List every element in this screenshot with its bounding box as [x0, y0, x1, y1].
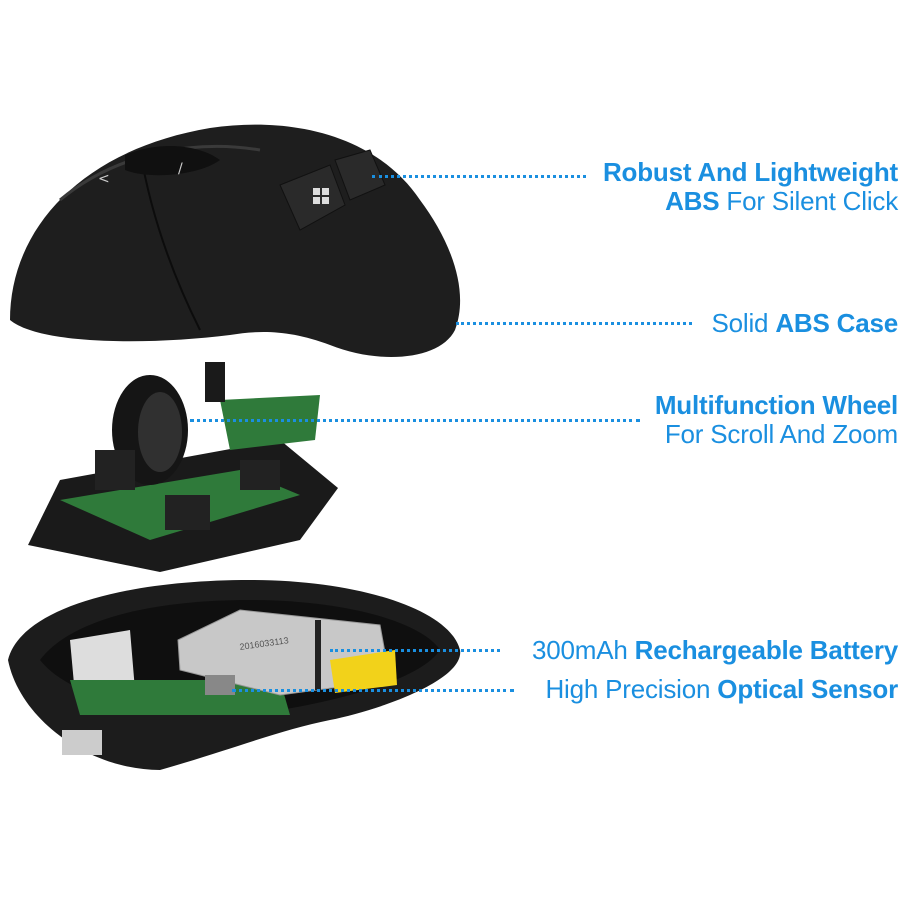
callout-solid-abs-case: Solid ABS Case	[711, 309, 898, 338]
callout-text: Rechargeable Battery	[634, 635, 899, 665]
callout-text: Robust And Lightweight	[602, 157, 898, 187]
leader-line-wheel	[190, 419, 640, 422]
leader-line-case	[456, 322, 692, 325]
callout-text: For Silent Click	[719, 186, 898, 216]
callout-multifunction-wheel: Multifunction Wheel For Scroll And Zoom	[655, 391, 898, 449]
svg-text:/: /	[178, 161, 183, 177]
callout-text: For Scroll And Zoom	[664, 419, 898, 449]
callout-text: ABS	[665, 186, 720, 216]
leader-line-sensor	[232, 689, 514, 692]
callout-text: Optical Sensor	[717, 674, 898, 704]
mouse-bottom-shell: 2016033113	[8, 580, 461, 770]
callout-text: Multifunction Wheel	[654, 390, 898, 420]
leader-line-battery	[330, 649, 500, 652]
callout-robust-abs: Robust And Lightweight ABS For Silent Cl…	[603, 158, 898, 216]
callout-text: ABS Case	[775, 308, 898, 338]
mouse-pcb-assembly	[28, 362, 338, 572]
callout-text: Solid	[711, 308, 776, 338]
leader-line-top-buttons	[372, 175, 586, 178]
callout-text: High Precision	[545, 674, 718, 704]
mouse-top-shell: < /	[10, 124, 461, 357]
svg-text:<: <	[98, 171, 110, 187]
callout-optical-sensor: High Precision Optical Sensor	[545, 675, 898, 704]
callout-text: 300mAh	[531, 635, 635, 665]
callout-battery: 300mAh Rechargeable Battery	[532, 636, 898, 665]
